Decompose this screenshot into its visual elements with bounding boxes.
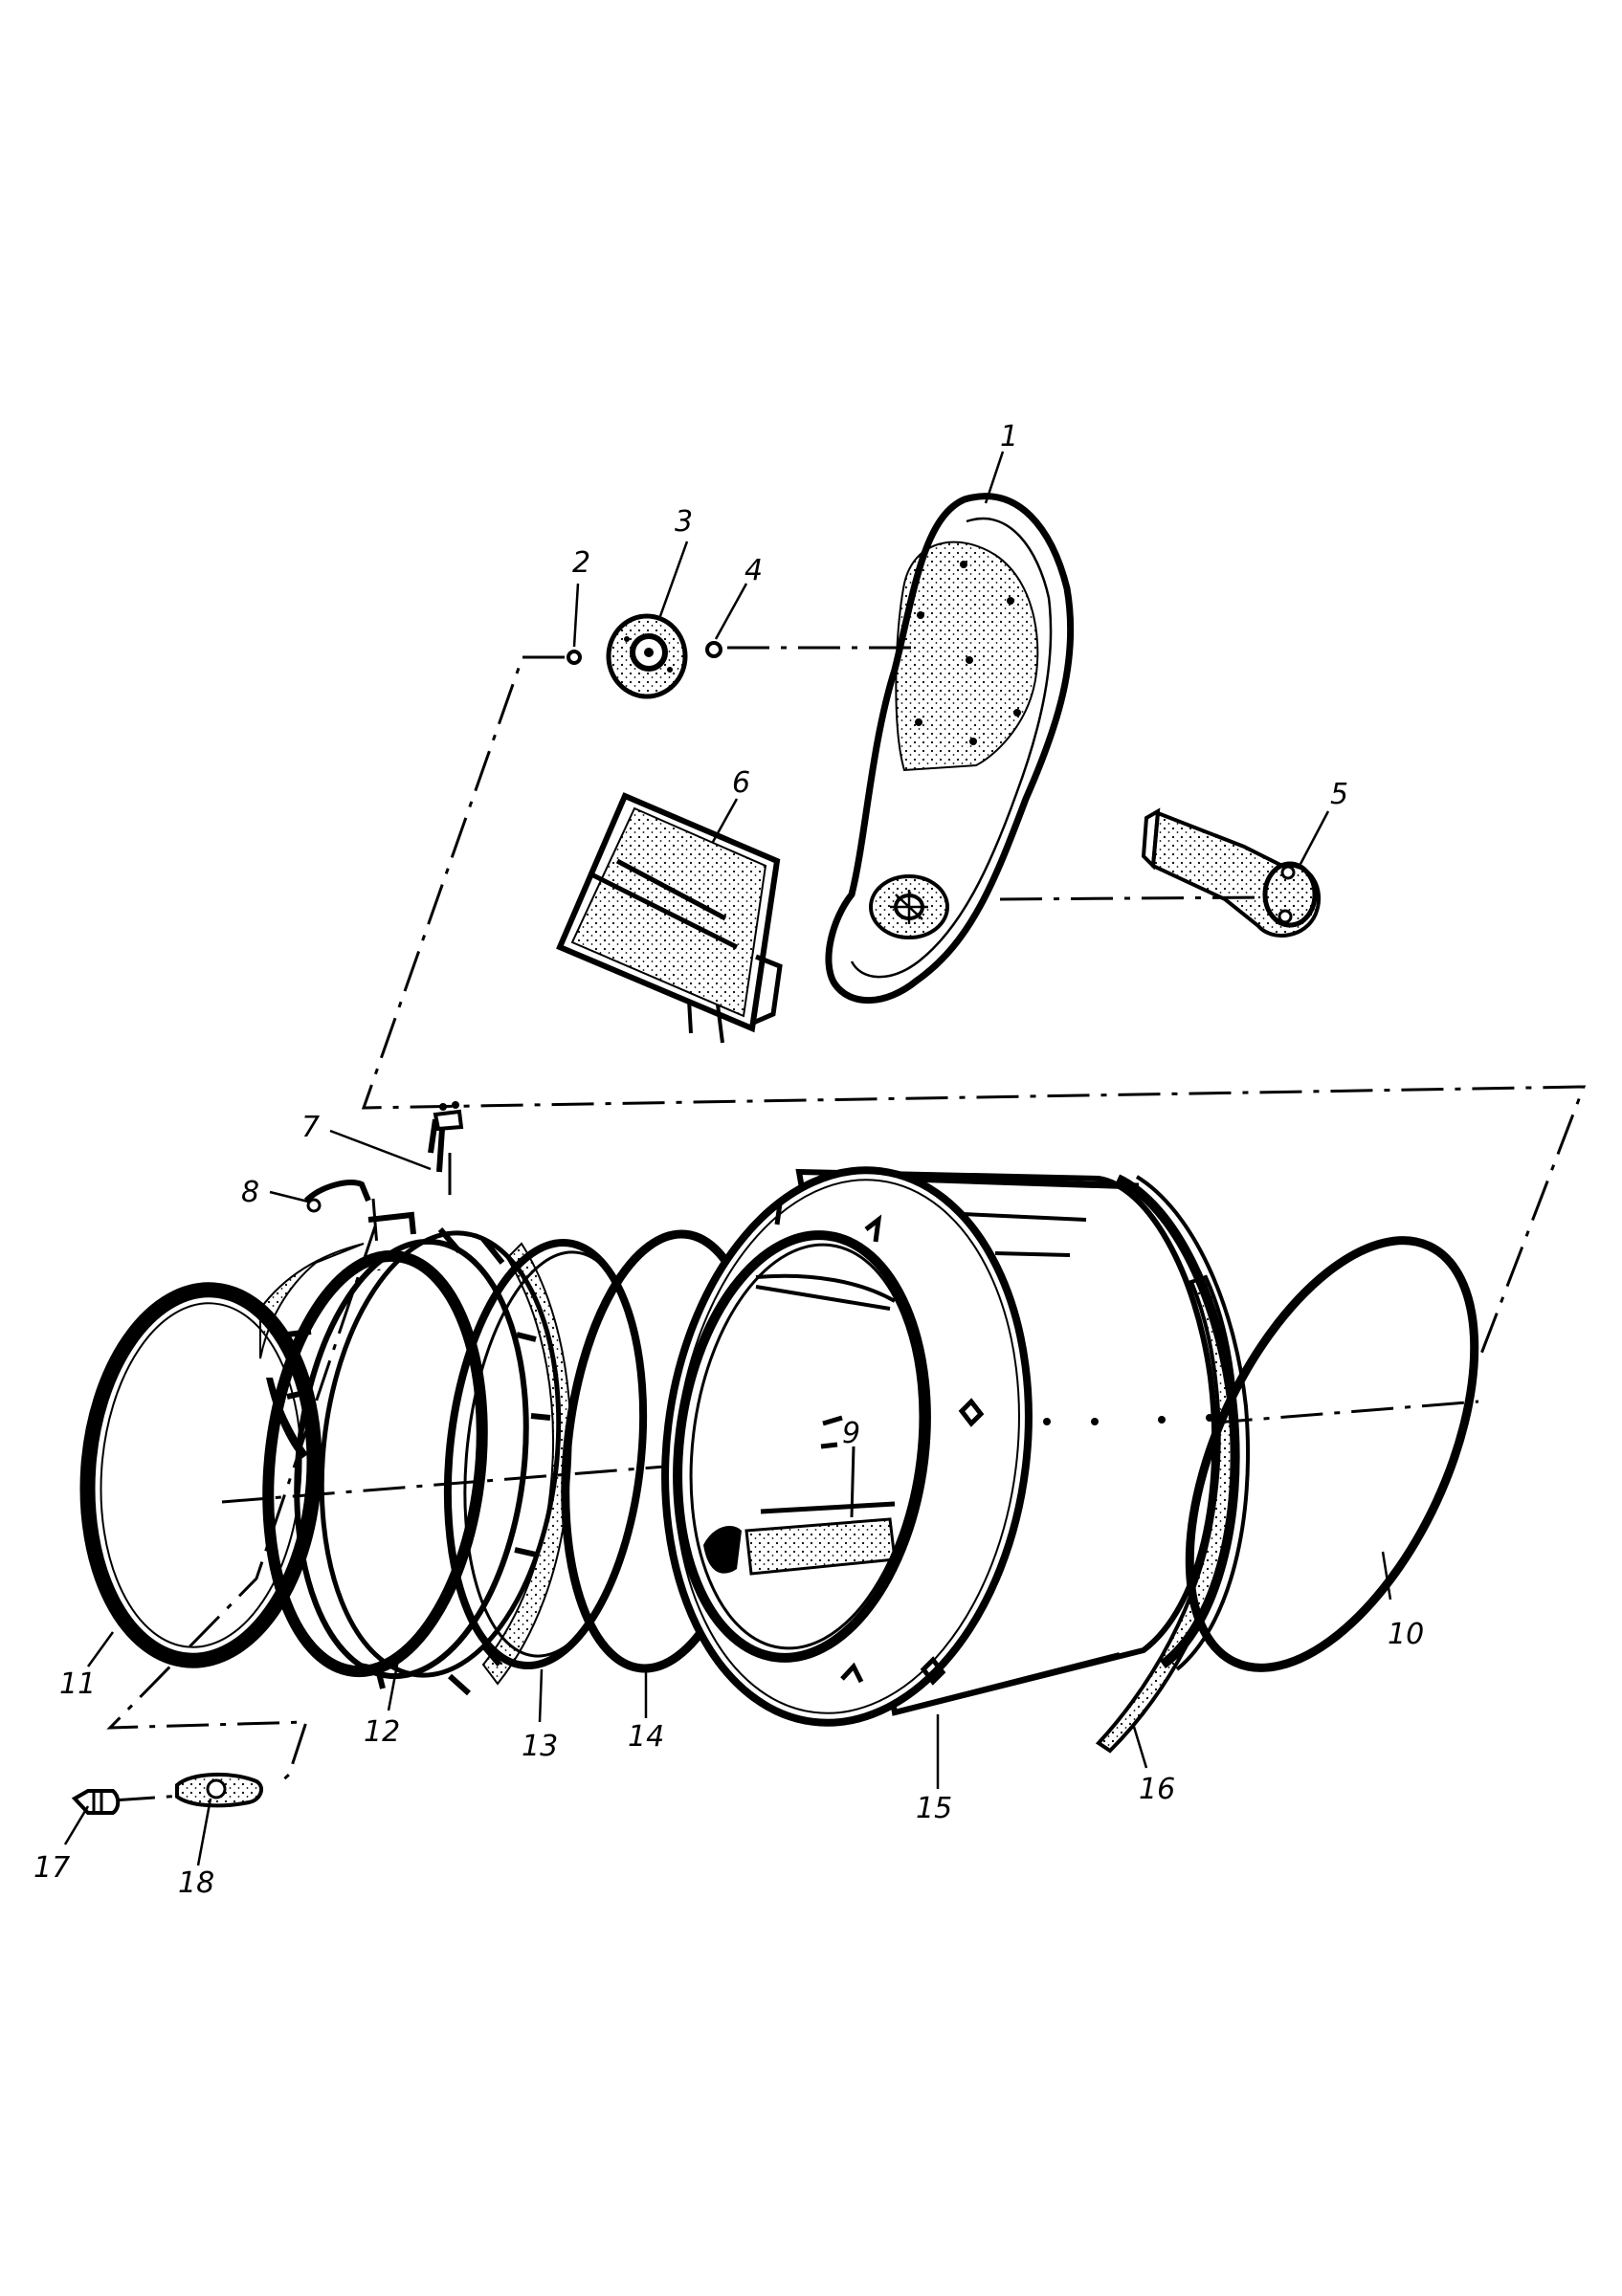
rear-panel-part — [825, 493, 1075, 1004]
callout-label-6: 6 — [732, 766, 750, 800]
callout-label-15: 15 — [916, 1792, 952, 1825]
callout-label-4: 4 — [744, 554, 763, 587]
callout-label-2: 2 — [572, 546, 590, 580]
bracket-part — [303, 1180, 371, 1213]
leader-lines — [63, 451, 1392, 1866]
callout-labels: 1 2 3 4 5 6 7 8 9 10 11 12 13 14 15 16 1… — [33, 420, 1424, 1900]
front-seal-part — [79, 1282, 322, 1668]
screw-part — [71, 1789, 121, 1815]
clip-part — [175, 1773, 264, 1808]
idler-arm-part — [1141, 807, 1322, 938]
callout-label-18: 18 — [178, 1866, 214, 1900]
callout-label-13: 13 — [522, 1730, 558, 1763]
callout-label-5: 5 — [1330, 778, 1348, 811]
rear-seal-part — [1185, 1236, 1479, 1672]
callout-label-10: 10 — [1388, 1618, 1424, 1651]
callout-label-12: 12 — [364, 1715, 400, 1749]
callout-label-14: 14 — [628, 1720, 664, 1754]
callout-label-8: 8 — [241, 1176, 259, 1209]
callout-label-11: 11 — [59, 1667, 96, 1701]
callout-label-7: 7 — [301, 1111, 320, 1144]
callout-label-9: 9 — [842, 1417, 860, 1450]
bulkhead-ring-part — [443, 1238, 648, 1670]
filter-housing-part — [556, 792, 783, 1044]
callout-label-17: 17 — [33, 1851, 70, 1885]
bolt-part — [567, 650, 582, 665]
bearing-hub-part — [606, 613, 688, 699]
drum-part — [661, 1166, 1250, 1727]
callout-label-3: 3 — [675, 505, 693, 539]
callout-label-16: 16 — [1139, 1773, 1175, 1806]
switch-part — [428, 1101, 464, 1173]
washer-part — [705, 641, 722, 658]
callout-label-1: 1 — [1000, 420, 1018, 453]
front-bulkhead-part — [259, 1211, 572, 1696]
